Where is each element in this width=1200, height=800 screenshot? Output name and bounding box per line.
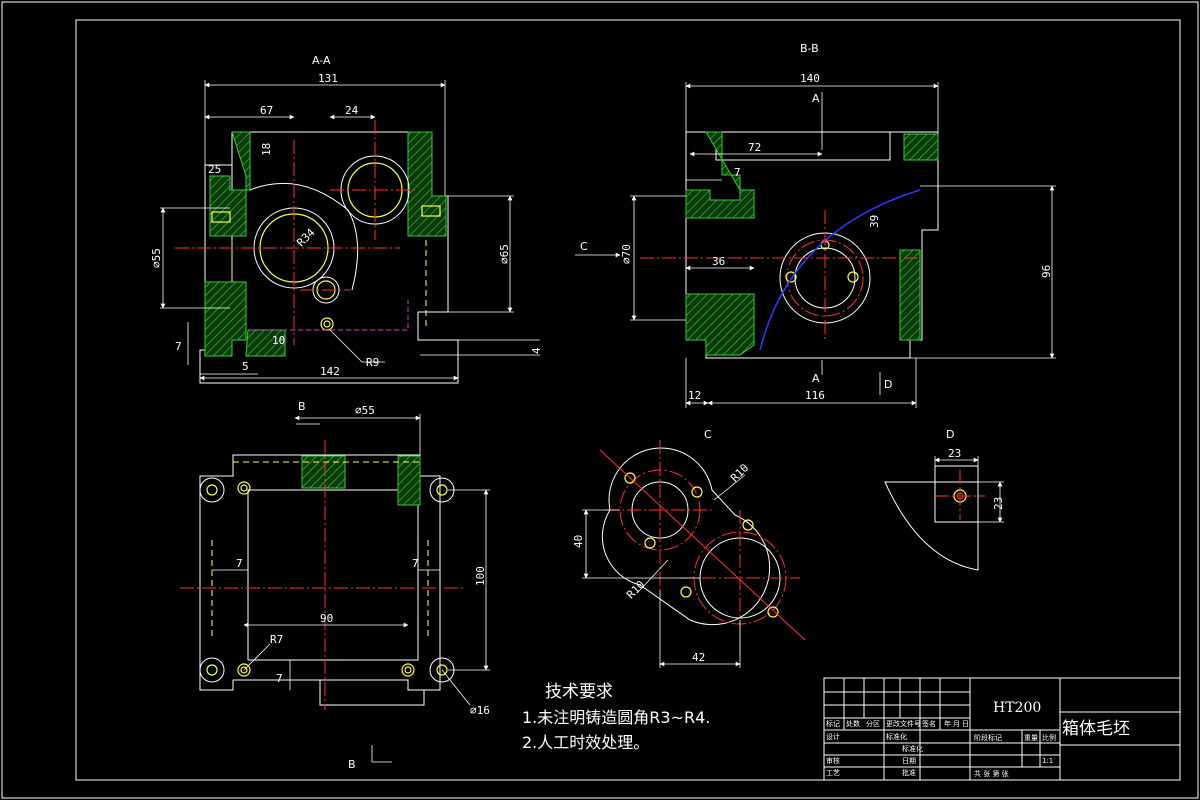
- dimension-label: 140: [800, 72, 820, 85]
- dimension-label: ⌀70: [620, 244, 633, 264]
- dimension-label: ⌀65: [498, 244, 511, 264]
- dimension-label: 月: [953, 720, 960, 728]
- view-b: B ⌀55 7 7 100 90 R7 7 ⌀16 B: [180, 400, 490, 771]
- dimension-label: 共 张 第 张: [974, 769, 1009, 778]
- dimension-label: 96: [1040, 265, 1053, 278]
- dimension-label: ⌀55: [355, 404, 375, 417]
- inner-frame: [75, 19, 1181, 781]
- dimension-label: 40: [572, 535, 585, 548]
- dimension-label: 4: [530, 347, 543, 354]
- dimension-label: 100: [474, 566, 487, 586]
- dimension-label: 7: [276, 672, 283, 685]
- notes-line2: 2.人工时效处理。: [522, 733, 649, 752]
- dimension-label: 更改文件号: [886, 719, 921, 728]
- dimension-label: 年: [944, 719, 951, 728]
- dimension-label: 处数: [846, 719, 860, 728]
- view-b-bottom-label: B: [348, 758, 356, 771]
- material: HT200: [993, 700, 1041, 716]
- dimension-label: 标准化: [902, 744, 923, 753]
- dimension-label: R34: [294, 226, 318, 250]
- dimension-label: R10: [624, 578, 647, 601]
- dimension-label: 工艺: [826, 769, 840, 777]
- dimension-label: ⌀55: [150, 248, 163, 268]
- view-bb-label: B-B: [800, 42, 819, 55]
- dimension-label: 25: [208, 163, 221, 176]
- dimension-label: 39: [868, 215, 881, 228]
- dimension-label: 7: [412, 557, 419, 570]
- notes-title: 技术要求: [545, 682, 613, 702]
- dimension-label: A: [812, 92, 820, 105]
- notes-line1: 1.未注明铸造圆角R3~R4.: [522, 708, 710, 727]
- dimension-label: 36: [712, 255, 725, 268]
- dimension-label: 5: [242, 360, 249, 373]
- dimension-label: 签名: [922, 719, 936, 728]
- dimension-label: 67: [260, 104, 273, 117]
- dimension-label: 分区: [866, 719, 880, 728]
- dimension-label: 18: [260, 143, 273, 156]
- dimension-label: 标记: [826, 719, 840, 728]
- dimension-label: 日: [962, 720, 969, 728]
- dimension-label: 142: [320, 365, 340, 378]
- title-block: HT200 箱体毛坯 标记 处数 分区 更改文件号 签名 年 月 日 设计 标准…: [823, 677, 1181, 781]
- technical-notes: 技术要求 1.未注明铸造圆角R3~R4. 2.人工时效处理。: [522, 682, 710, 752]
- view-b-label: B: [298, 400, 306, 413]
- view-c: C R10 R10 40 42: [572, 428, 806, 668]
- dimension-label: R10: [728, 461, 751, 484]
- dimension-label: 批准: [902, 768, 916, 777]
- dimension-label: 23: [992, 497, 1005, 510]
- dimension-label: 比例: [1042, 733, 1056, 742]
- dimension-label: D: [884, 378, 892, 391]
- part-name: 箱体毛坯: [1062, 719, 1130, 739]
- view-aa: A-A 131 67: [150, 54, 543, 384]
- dimension-label: 23: [948, 447, 961, 460]
- dimension-label: 审核: [826, 756, 840, 765]
- dimension-label: 7: [734, 166, 741, 179]
- dimension-label: 日期: [902, 757, 916, 765]
- dimension-label: A: [812, 372, 820, 385]
- dimension-label: R7: [270, 633, 283, 646]
- view-d-label: D: [946, 428, 954, 441]
- view-c-label: C: [704, 428, 712, 441]
- dimension-label: 7: [236, 557, 243, 570]
- dimension-label: 24: [345, 104, 359, 117]
- dimension-label: 131: [318, 72, 338, 85]
- dimension-label: 阶段标记: [974, 733, 1002, 742]
- view-bb: B-B A 140 72 7 ⌀70 36 C 39: [575, 42, 1056, 408]
- dimension-label: 42: [692, 651, 705, 664]
- dimension-label: 标准化: [886, 732, 907, 741]
- dimension-label: 7: [175, 340, 182, 353]
- view-aa-label: A-A: [312, 54, 331, 67]
- dimension-label: ⌀16: [470, 704, 490, 717]
- dimension-label: 116: [805, 389, 825, 402]
- dimension-label: 12: [688, 389, 701, 402]
- dimension-label: 10: [272, 334, 285, 347]
- dimension-label: 72: [748, 141, 761, 154]
- dimension-label: C: [580, 240, 588, 253]
- dimension-label: 设计: [826, 732, 840, 741]
- view-d: D 23 23: [884, 428, 1005, 571]
- dimension-label: R9: [366, 356, 379, 369]
- dimension-label: 90: [320, 612, 333, 625]
- dimension-label: 重量: [1024, 734, 1038, 742]
- dimension-label: 1:1: [1042, 757, 1053, 765]
